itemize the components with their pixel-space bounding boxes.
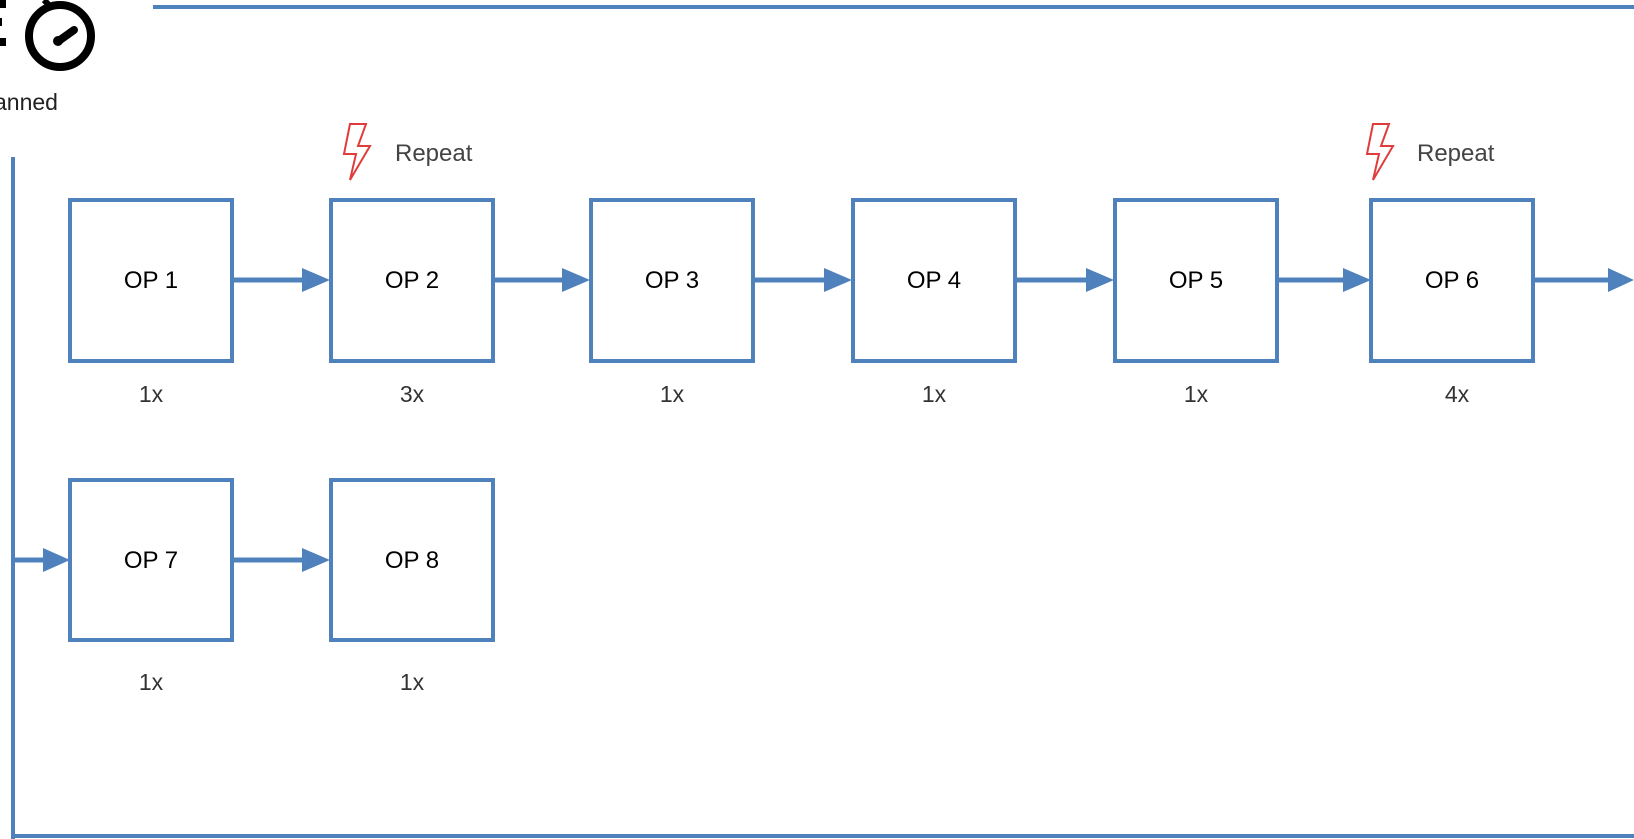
op-count: 1x (400, 669, 425, 695)
repeat-marker-op6: Repeat (1365, 123, 1495, 181)
arrow-op7-op8 (232, 548, 330, 572)
arrow-op6-out (1533, 268, 1634, 292)
op-box-7: OP 7 (68, 478, 234, 642)
op-count: 4x (1445, 381, 1470, 407)
op-count: 1x (922, 381, 947, 407)
op-label: OP 4 (907, 267, 961, 294)
repeat-marker-op2: Repeat (342, 123, 473, 181)
arrow-op3-op4 (753, 268, 852, 292)
lightning-icon (1365, 123, 1395, 181)
op-label: OP 6 (1425, 267, 1479, 294)
op-box-2: OP 2 (329, 198, 495, 363)
op-box-8: OP 8 (329, 478, 495, 642)
op-label: OP 8 (385, 547, 439, 574)
op-label: OP 7 (124, 547, 178, 574)
op-box-3: OP 3 (589, 198, 755, 363)
op-label: OP 3 (645, 267, 699, 294)
op-label: OP 1 (124, 267, 178, 294)
arrow-op5-op6 (1277, 268, 1371, 292)
op-count: 1x (139, 381, 164, 407)
op-count: 3x (400, 381, 425, 407)
op-count: 1x (1184, 381, 1209, 407)
op-box-5: OP 5 (1113, 198, 1279, 363)
lightning-icon (342, 123, 372, 181)
arrow-op2-op3 (493, 268, 590, 292)
arrow-op1-op2 (232, 268, 330, 292)
arrow-op4-op5 (1015, 268, 1114, 292)
arrow-in-op7 (13, 548, 70, 572)
op-count: 1x (139, 669, 164, 695)
op-label: OP 2 (385, 267, 439, 294)
op-box-4: OP 4 (851, 198, 1017, 363)
legend-label: anned (0, 89, 58, 115)
gauge-icon (0, 0, 95, 71)
op-label: OP 5 (1169, 267, 1223, 294)
op-count: 1x (660, 381, 685, 407)
repeat-label: Repeat (1417, 140, 1495, 167)
op-box-6: OP 6 (1369, 198, 1535, 363)
op-box-1: OP 1 (68, 198, 234, 363)
repeat-label: Repeat (395, 140, 473, 167)
